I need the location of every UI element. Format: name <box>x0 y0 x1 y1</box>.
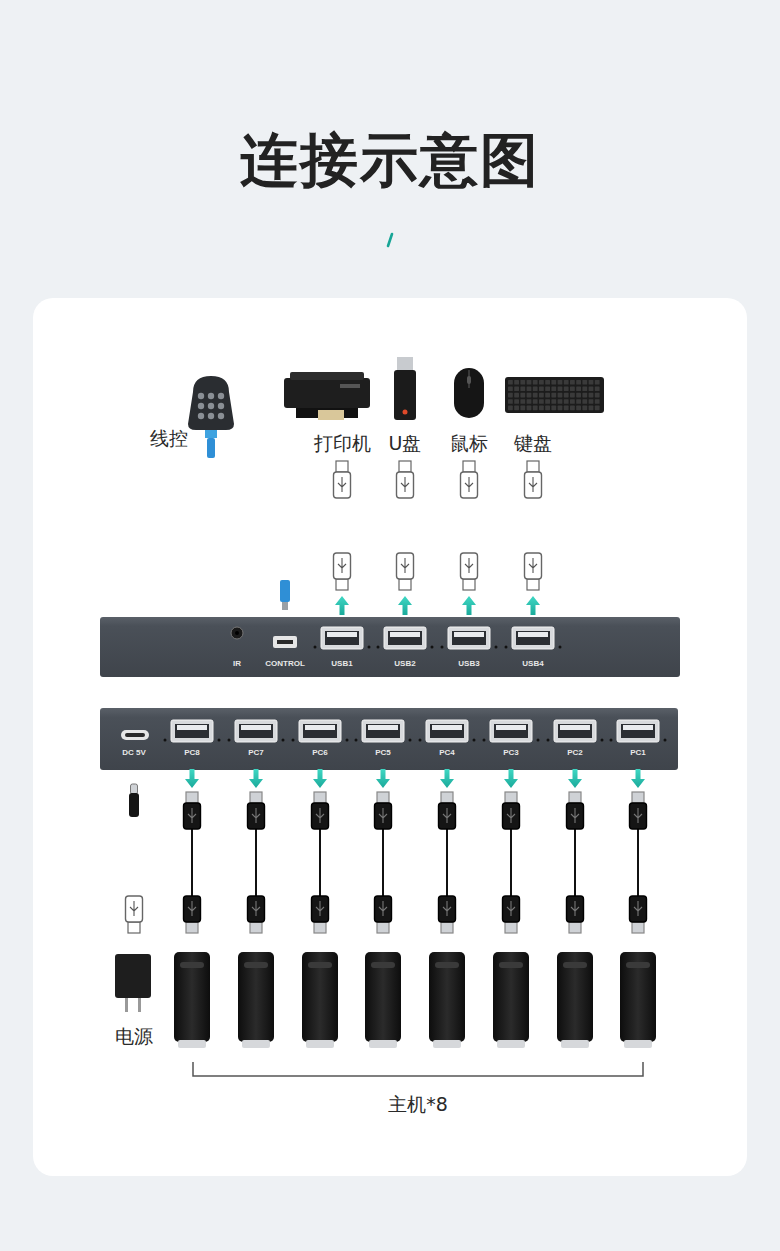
port-label: PC7 <box>224 748 288 757</box>
pc-port: PC1 <box>612 716 664 757</box>
port-label: PC5 <box>351 748 415 757</box>
title: 连接示意图 <box>0 122 780 200</box>
printer: 打印机 <box>290 365 394 457</box>
port-label: USB2 <box>373 659 437 668</box>
port-label: USB3 <box>437 659 501 668</box>
device-label: 键盘 <box>496 431 570 457</box>
ir-port: IR <box>222 624 252 668</box>
switch-rear-panel <box>100 617 680 677</box>
port-label: DC 5V <box>108 748 160 757</box>
usb-port: USB3 <box>443 624 495 668</box>
port-label: PC3 <box>479 748 543 757</box>
pc-port: PC3 <box>485 716 537 757</box>
group-label: 主机*8 <box>388 1092 448 1118</box>
mouse-icon <box>454 368 484 418</box>
switch-front-panel <box>100 708 678 770</box>
usb-port: USB4 <box>507 624 559 668</box>
device-label: 打印机 <box>290 431 394 457</box>
control-port: CONTROL <box>266 624 304 668</box>
keyboard-icon <box>505 377 604 413</box>
pc-port: PC8 <box>166 716 218 757</box>
pc-port: PC7 <box>230 716 282 757</box>
pc-port: PC5 <box>357 716 409 757</box>
printer-icon <box>284 372 370 420</box>
port-label: USB1 <box>310 659 374 668</box>
power-supply: 电源 <box>102 950 166 1050</box>
port-label: PC4 <box>415 748 479 757</box>
port-label: USB4 <box>501 659 565 668</box>
usb-port: USB1 <box>316 624 368 668</box>
bracket <box>193 1062 643 1076</box>
keyboard: 键盘 <box>496 370 570 457</box>
accent-mark <box>388 234 392 246</box>
usb-drive: U盘 <box>368 352 442 457</box>
mouse: 鼠标 <box>437 362 501 457</box>
pc-port: PC2 <box>549 716 601 757</box>
card <box>33 298 747 1176</box>
device-label: 鼠标 <box>437 431 501 457</box>
pc-port: PC4 <box>421 716 473 757</box>
power-adapter <box>115 954 151 1012</box>
port-label: PC1 <box>606 748 670 757</box>
remote-icon <box>188 376 234 430</box>
device-label: U盘 <box>368 431 442 457</box>
usb-port: USB2 <box>379 624 431 668</box>
pc-port: PC6 <box>294 716 346 757</box>
port-label: IR <box>216 659 258 668</box>
remote-control: 线控 <box>186 372 236 458</box>
port-label: PC6 <box>288 748 352 757</box>
port-label: PC2 <box>543 748 607 757</box>
device-label: 线控 <box>150 426 188 452</box>
usb-stick-icon <box>394 357 416 420</box>
power-port: DC 5V <box>114 716 154 757</box>
port-label: PC8 <box>160 748 224 757</box>
port-label: CONTROL <box>260 659 310 668</box>
device-label: 电源 <box>102 1024 166 1050</box>
